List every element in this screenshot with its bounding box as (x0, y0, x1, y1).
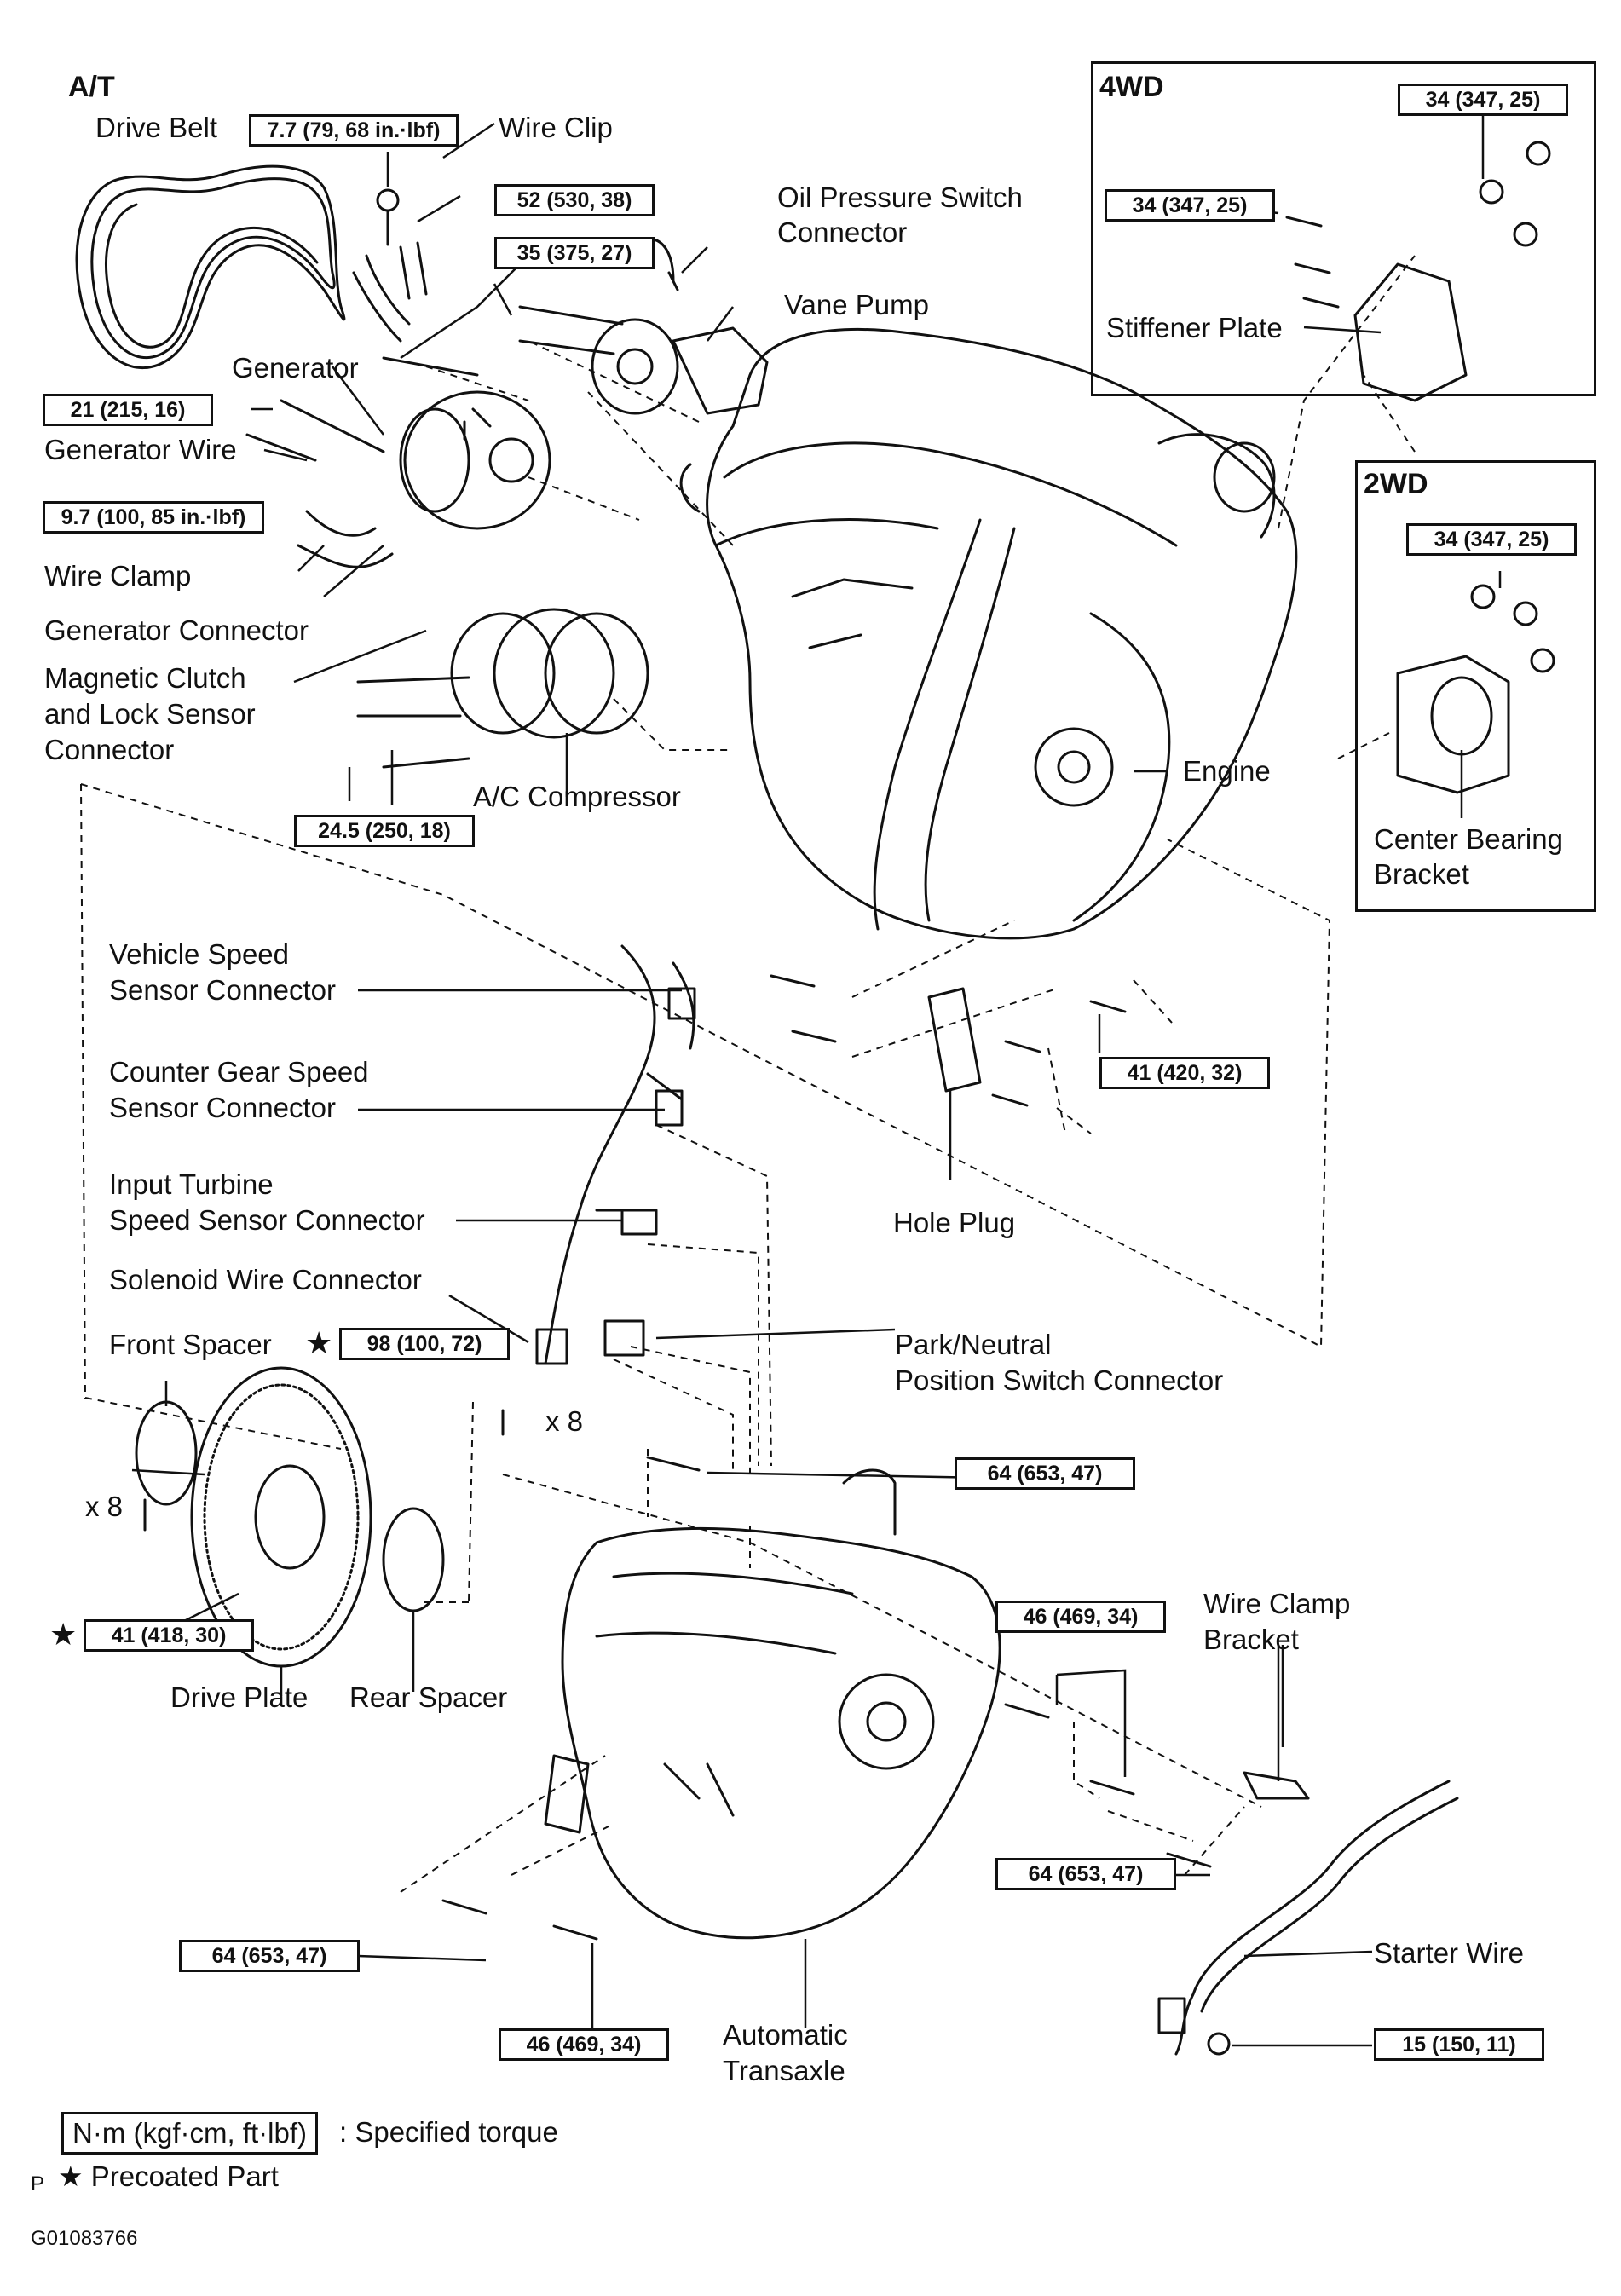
label-vane-pump: Vane Pump (784, 289, 929, 320)
label-wire-clamp-bracket-2: Bracket (1203, 1624, 1299, 1655)
label-2wd: 2WD (1364, 468, 1428, 500)
torque-box-41-420: 41 (420, 32) (1099, 1057, 1270, 1089)
label-magnetic-clutch-1: Magnetic Clutch (44, 662, 246, 694)
label-oil-pressure-switch: Oil Pressure Switch (777, 182, 1023, 213)
label-generator-wire: Generator Wire (44, 434, 237, 465)
engine-drawing (679, 328, 1298, 940)
torque-box-7-7: 7.7 (79, 68 in.·lbf) (249, 114, 459, 147)
sensor-harness-drawing (535, 944, 696, 1365)
generator-drawing (245, 356, 551, 568)
precoated-star-41: ★ (49, 1617, 78, 1652)
label-generator-connector: Generator Connector (44, 614, 309, 646)
torque-box-64-left: 64 (653, 47) (179, 1940, 360, 1972)
bolts-drawing (143, 974, 1212, 1941)
label-cgss-2: Sensor Connector (109, 1092, 336, 1123)
starter-wire-drawing (1157, 1771, 1459, 2056)
label-wire-clip: Wire Clip (499, 112, 613, 143)
hole-plug-drawing (927, 987, 982, 1093)
torque-box-4wd-top: 34 (347, 25) (1398, 84, 1568, 116)
ac-compressor-drawing (356, 407, 649, 769)
label-generator: Generator (232, 352, 359, 384)
label-vss-2: Sensor Connector (109, 974, 336, 1006)
twowd-panel (1355, 460, 1596, 912)
legend-p-mark: P (31, 2172, 45, 2195)
label-park-neutral-1: Park/Neutral (895, 1329, 1052, 1360)
label-rear-spacer: Rear Spacer (349, 1682, 508, 1713)
fourwd-panel (1091, 61, 1596, 396)
label-oil-pressure-connector: Connector (777, 216, 908, 248)
label-vss-1: Vehicle Speed (109, 938, 290, 970)
label-ac-compressor: A/C Compressor (473, 781, 681, 812)
torque-box-4wd-left: 34 (347, 25) (1105, 189, 1275, 222)
label-wire-clamp-bracket-1: Wire Clamp (1203, 1588, 1351, 1619)
label-hole-plug: Hole Plug (893, 1207, 1016, 1238)
legend-specified-torque: : Specified torque (339, 2116, 558, 2148)
label-engine: Engine (1183, 755, 1271, 787)
torque-box-9-7: 9.7 (100, 85 in.·lbf) (43, 501, 264, 534)
label-cgss-1: Counter Gear Speed (109, 1056, 369, 1087)
label-front-spacer: Front Spacer (109, 1329, 272, 1360)
torque-box-98: 98 (100, 72) (339, 1328, 510, 1360)
transaxle-drawing (544, 1468, 1001, 1940)
torque-box-46-right: 46 (469, 34) (995, 1601, 1166, 1633)
torque-box-35: 35 (375, 27) (494, 237, 655, 269)
label-x8-lower: x 8 (85, 1491, 124, 1522)
label-solenoid: Solenoid Wire Connector (109, 1264, 422, 1295)
torque-box-21: 21 (215, 16) (43, 394, 213, 426)
precoated-star-98: ★ (305, 1325, 333, 1360)
label-at: A/T (68, 71, 115, 103)
torque-box-52: 52 (530, 38) (494, 184, 655, 216)
torque-box-15: 15 (150, 11) (1374, 2028, 1544, 2061)
label-drive-plate: Drive Plate (170, 1682, 309, 1713)
figure-code: G01083766 (31, 2227, 138, 2250)
label-stiffener-plate: Stiffener Plate (1106, 312, 1283, 343)
label-automatic-transaxle-2: Transaxle (723, 2055, 845, 2086)
legend-precoated-part: ★ Precoated Part (58, 2160, 279, 2192)
label-its-2: Speed Sensor Connector (109, 1204, 425, 1236)
label-starter-wire: Starter Wire (1374, 1937, 1525, 1969)
legend-torque-unit-box: N·m (kgf·cm, ft·lbf) (61, 2112, 318, 2155)
label-automatic-transaxle-1: Automatic (723, 2019, 848, 2051)
label-its-1: Input Turbine (109, 1168, 274, 1200)
label-center-bearing-2: Bracket (1374, 858, 1469, 890)
label-4wd: 4WD (1099, 71, 1164, 103)
torque-box-46-bottom: 46 (469, 34) (499, 2028, 669, 2061)
label-park-neutral-2: Position Switch Connector (895, 1364, 1224, 1396)
torque-box-24-5: 24.5 (250, 18) (294, 815, 475, 847)
label-wire-clamp: Wire Clamp (44, 560, 192, 591)
torque-box-64-right: 64 (653, 47) (995, 1858, 1176, 1890)
torque-box-64-top: 64 (653, 47) (955, 1457, 1135, 1490)
label-magnetic-clutch-2: and Lock Sensor (44, 698, 256, 730)
label-center-bearing-1: Center Bearing (1374, 823, 1563, 855)
torque-box-41-418: 41 (418, 30) (84, 1619, 254, 1652)
drive-belt-drawing (75, 164, 346, 369)
wire-clip-drawing (352, 188, 428, 343)
stiffener-plate-drawing (1285, 141, 1551, 402)
label-drive-belt: Drive Belt (95, 112, 218, 143)
torque-box-2wd: 34 (347, 25) (1406, 523, 1577, 556)
label-magnetic-clutch-3: Connector (44, 734, 175, 765)
label-x8-upper: x 8 (545, 1405, 584, 1437)
